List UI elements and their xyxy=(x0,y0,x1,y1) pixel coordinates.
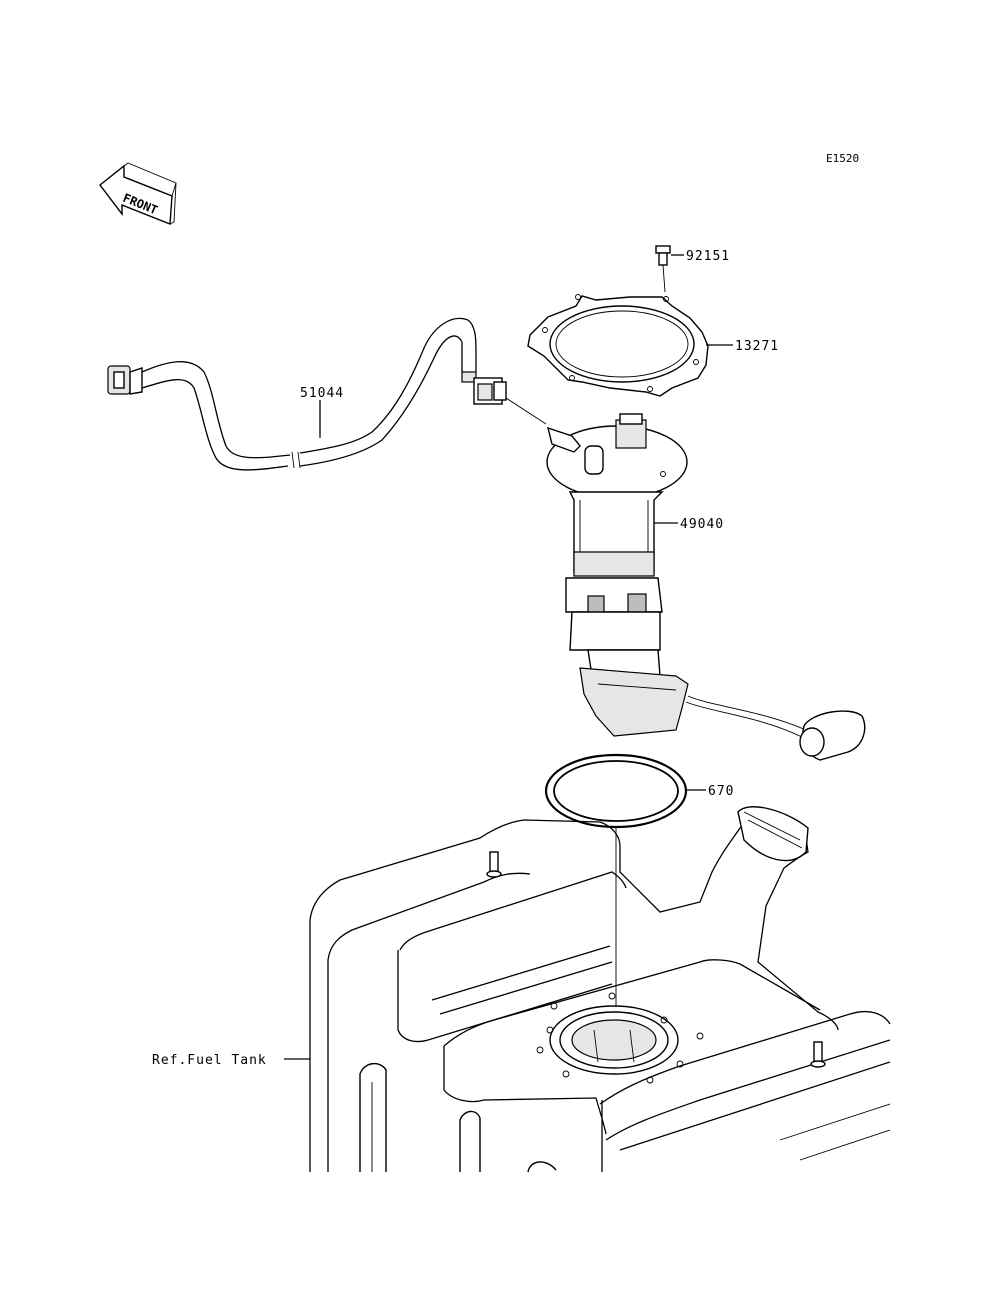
plate-13271[interactable] xyxy=(527,294,709,397)
diagram-code: E1520 xyxy=(826,152,859,165)
fuel-pump-49040[interactable] xyxy=(546,413,866,761)
front-arrow-icon: FRONT xyxy=(99,162,177,226)
harness-51044[interactable] xyxy=(107,317,547,471)
part-number-49040: 49040 xyxy=(680,517,724,532)
part-number-13271: 13271 xyxy=(735,339,779,354)
gasket-670[interactable] xyxy=(544,753,688,829)
part-number-670: 670 xyxy=(708,784,734,799)
reference-fuel-tank-label: Ref.Fuel Tank xyxy=(152,1053,267,1068)
part-number-92151: 92151 xyxy=(686,249,730,264)
bolt-92151[interactable] xyxy=(655,245,671,293)
part-number-51044: 51044 xyxy=(300,386,344,401)
fuel-tank-reference xyxy=(309,806,891,1173)
